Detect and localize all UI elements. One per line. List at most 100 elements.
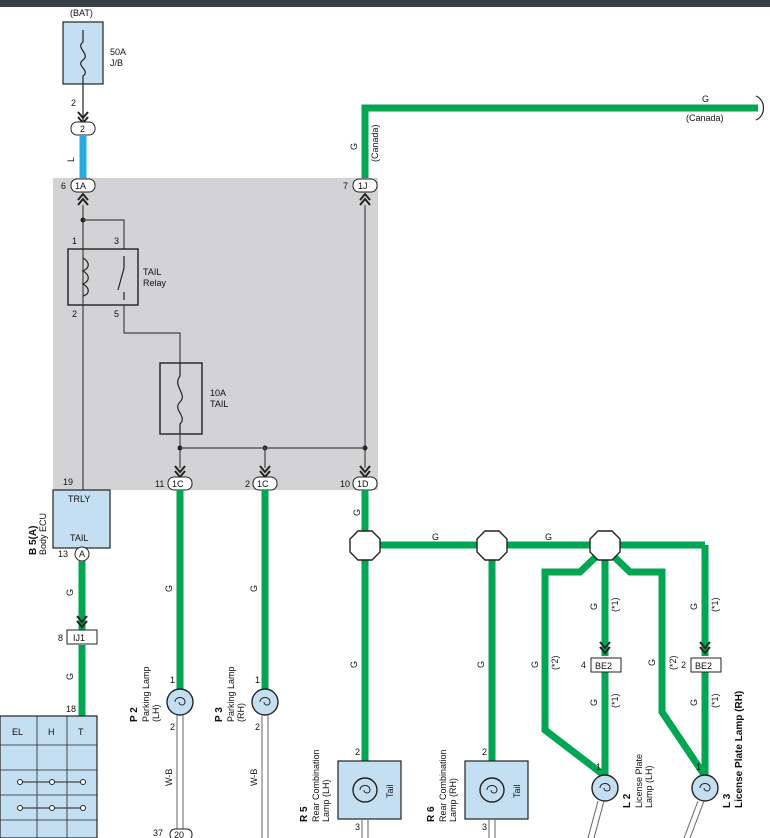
wire-green-canada [361, 104, 758, 178]
wire-color-g: G [352, 509, 362, 516]
pin-label: 2 [170, 722, 175, 732]
wire-note: (*2) [550, 655, 560, 670]
top-bar [0, 0, 770, 7]
pin-label: 2 [482, 747, 487, 757]
pin-label: 6 [61, 181, 66, 191]
bulb-icon [352, 777, 378, 803]
connector-arrow-icon [699, 641, 711, 655]
connector-label: 20 [174, 830, 184, 838]
connector-box [690, 657, 722, 673]
component-id: L 3 [722, 793, 733, 808]
component-name: Parking Lamp [226, 666, 236, 722]
component-id: R 6 [426, 806, 437, 822]
bulb-icon [699, 783, 711, 792]
connector-arrow-icon [77, 192, 89, 206]
wire-color-g: G [65, 589, 75, 596]
tail-relay [67, 248, 139, 306]
connector-box [590, 657, 622, 673]
component-name: Parking Lamp [141, 666, 151, 722]
switch-col-t: T [78, 727, 84, 737]
component-id: P 2 [129, 707, 140, 722]
bulb-icon [479, 777, 505, 803]
connector-label: BE2 [595, 661, 612, 671]
break-icon [755, 95, 765, 121]
pin-label: 5 [114, 309, 119, 319]
pin-label: 2 [72, 309, 77, 319]
canada-note: (Canada) [370, 124, 380, 162]
component-id: R 5 [299, 806, 310, 822]
junction-block [53, 178, 378, 490]
fuse-icon [177, 363, 183, 434]
wire-color-g: G [65, 673, 75, 680]
ecu-id: B 5(A) [28, 526, 39, 555]
fuse-amp: 10A [210, 388, 226, 398]
pin-label: 7 [343, 181, 348, 191]
pin-label: 18 [66, 704, 76, 714]
wire-note: (*1) [610, 597, 620, 612]
connector-label: 1A [75, 181, 86, 191]
pin-label: 4 [581, 660, 586, 670]
canada-note: (Canada) [686, 113, 724, 123]
wire-note: (*2) [668, 655, 678, 670]
splice-point [589, 530, 621, 561]
license-plate-lamp-rh [691, 774, 719, 802]
pin-label: 19 [63, 477, 73, 487]
parking-lamp-lh [166, 688, 194, 716]
lamp-label: Tail [385, 784, 395, 798]
component-name: Lamp (LH) [644, 765, 654, 808]
component-name: License Plate Lamp (RH) [734, 691, 745, 808]
wire-note: (*1) [610, 693, 620, 708]
connector-label: BE2 [695, 661, 712, 671]
pin-label: 13 [58, 549, 68, 559]
connector-oval [169, 828, 193, 838]
component-side: (LH) [151, 704, 161, 722]
pin-label: 1 [696, 762, 701, 772]
pin-label: 1 [596, 762, 601, 772]
wire-color-g: G [589, 603, 599, 610]
tail-fuse [159, 362, 203, 435]
wire-color-g: G [589, 699, 599, 706]
pin-label: 2 [355, 747, 360, 757]
parking-lamp-rh [251, 688, 279, 716]
pin-label: 3 [355, 822, 360, 832]
relay-name: TAIL [143, 267, 161, 277]
wire-color-wb: W-B [164, 769, 174, 786]
connector-label: 1C [257, 479, 269, 489]
bulb-icon [259, 697, 271, 706]
switch-col-el: EL [12, 727, 23, 737]
connector-label: 2 [80, 124, 85, 134]
pin-label: 2 [71, 98, 76, 108]
pin-label: 37 [153, 828, 163, 838]
pin-label: 1 [72, 236, 77, 246]
connector-arrow-icon [76, 615, 88, 629]
wire-color-g: G [647, 659, 657, 666]
wire-note: (*1) [710, 597, 720, 612]
connector-oval [70, 178, 96, 193]
wire-color-g: G [249, 585, 259, 592]
pin-label: 3 [482, 822, 487, 832]
component-name: Rear Combination [438, 749, 448, 822]
connector-label: 1C [172, 479, 184, 489]
connector-oval [352, 178, 378, 193]
battery-label: (BAT) [70, 8, 93, 18]
wire-color-wb: W-B [249, 769, 259, 786]
body-ecu [52, 489, 111, 549]
pin-label: 2 [245, 479, 250, 489]
wire-color-g: G [530, 661, 540, 668]
wire-color-g: G [349, 143, 359, 150]
license-plate-lamp-lh [591, 774, 619, 802]
component-name: License Plate [634, 754, 644, 808]
component-name: Rear Combination [311, 749, 321, 822]
relay-suffix: Relay [143, 278, 167, 288]
wire-color-g: G [432, 532, 439, 542]
coil-icon [81, 257, 89, 297]
wire-note: (*1) [710, 693, 720, 708]
pin-label: 10 [340, 479, 350, 489]
pin-label: 3 [114, 236, 119, 246]
connector-label: 1J [358, 181, 368, 191]
ecu-tail: TAIL [70, 533, 88, 543]
switch-col-h: H [48, 727, 55, 737]
pin-label: 1 [255, 675, 260, 685]
main-fuse-location: J/B [110, 58, 123, 68]
